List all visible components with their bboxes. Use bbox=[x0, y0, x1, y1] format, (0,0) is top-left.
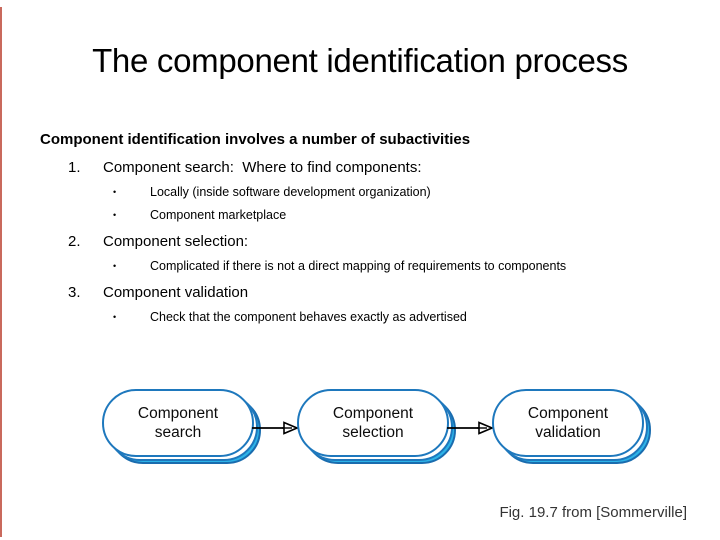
sub-item-text: Check that the component behaves exactly… bbox=[150, 310, 467, 324]
sub-item-text: Locally (inside software development org… bbox=[150, 185, 431, 199]
sub-bullet-item-2a: • Complicated if there is not a direct m… bbox=[40, 259, 704, 274]
item-number: 3. bbox=[68, 284, 81, 301]
sub-bullet-item-1a: • Locally (inside software development o… bbox=[40, 185, 704, 200]
process-box-component-search: Component search bbox=[102, 389, 261, 464]
box-label: Component selection bbox=[297, 389, 449, 457]
bullet-icon: • bbox=[113, 210, 117, 220]
flow-arrow-1 bbox=[252, 421, 298, 435]
box-label-line2: search bbox=[154, 424, 202, 441]
box-label-line1: Component bbox=[332, 405, 414, 422]
sub-item-text: Component marketplace bbox=[150, 208, 287, 222]
item-number: 2. bbox=[68, 233, 81, 250]
sub-bullet-item-1b: • Component marketplace bbox=[40, 208, 704, 223]
item-text: Component selection: bbox=[103, 233, 249, 250]
bullet-icon: • bbox=[113, 261, 117, 271]
flow-arrow-2 bbox=[447, 421, 493, 435]
subactivities-heading: Component identification involves a numb… bbox=[40, 131, 471, 148]
box-label: Component validation bbox=[492, 389, 644, 457]
sub-item-text: Complicated if there is not a direct map… bbox=[150, 259, 567, 273]
box-label-line2: validation bbox=[535, 424, 601, 441]
slide-body: Component identification involves a numb… bbox=[40, 130, 704, 325]
item-text: Component validation bbox=[103, 284, 249, 301]
box-label-line1: Component bbox=[137, 405, 219, 422]
left-accent-line bbox=[0, 7, 2, 537]
slide-title: The component identification process bbox=[92, 42, 628, 79]
process-box-component-validation: Component validation bbox=[492, 389, 651, 464]
item-number: 1. bbox=[68, 159, 81, 176]
list-item-3: 3. Component validation bbox=[40, 283, 704, 302]
bullet-icon: • bbox=[113, 187, 117, 197]
box-label: Component search bbox=[102, 389, 254, 457]
bullet-icon: • bbox=[113, 312, 117, 322]
figure-caption: Fig. 19.7 from [Sommerville] bbox=[499, 504, 687, 521]
item-text: Component search: Where to find componen… bbox=[103, 159, 422, 176]
list-item-2: 2. Component selection: bbox=[40, 232, 704, 251]
box-label-line1: Component bbox=[527, 405, 609, 422]
box-label-line2: selection bbox=[342, 424, 404, 441]
right-arrow-icon bbox=[252, 421, 298, 435]
sub-bullet-item-3a: • Check that the component behaves exact… bbox=[40, 310, 704, 325]
right-arrow-icon bbox=[447, 421, 493, 435]
list-item-1: 1. Component search: Where to find compo… bbox=[40, 158, 704, 177]
process-box-component-selection: Component selection bbox=[297, 389, 456, 464]
